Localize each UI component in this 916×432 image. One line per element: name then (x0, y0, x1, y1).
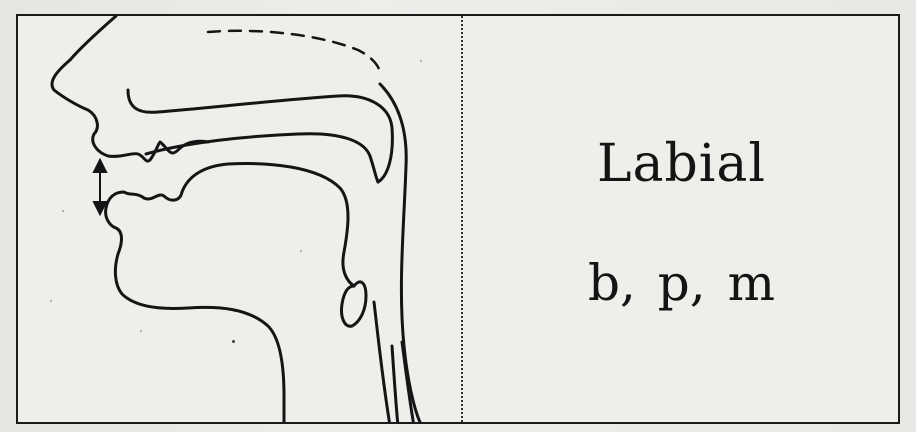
scan-speck (232, 340, 235, 343)
epiglottis (341, 282, 366, 326)
place-of-articulation-title: Labial (463, 134, 900, 194)
scan-speck (62, 210, 64, 212)
larynx-front (374, 302, 390, 424)
larynx-inner-right (402, 342, 414, 424)
larynx-inner-left (392, 346, 398, 424)
face-profile-upper (52, 16, 208, 161)
soft-palate (146, 134, 378, 182)
tongue (182, 164, 354, 286)
label-panel: Labial b, p, m (463, 16, 900, 422)
nasal-cavity-dashed (208, 31, 380, 72)
pharynx-wall (380, 84, 422, 424)
vocal-tract-panel (18, 16, 461, 422)
figure-frame: Labial b, p, m (16, 14, 900, 424)
vocal-tract-diagram (18, 16, 461, 424)
scan-speck (300, 250, 302, 252)
scan-speck (50, 300, 52, 302)
scan-speck (420, 60, 422, 62)
articulation-arrow-icon (94, 160, 106, 214)
example-sounds: b, p, m (463, 254, 900, 312)
scan-speck (140, 330, 142, 332)
lower-jaw-profile (106, 192, 284, 424)
